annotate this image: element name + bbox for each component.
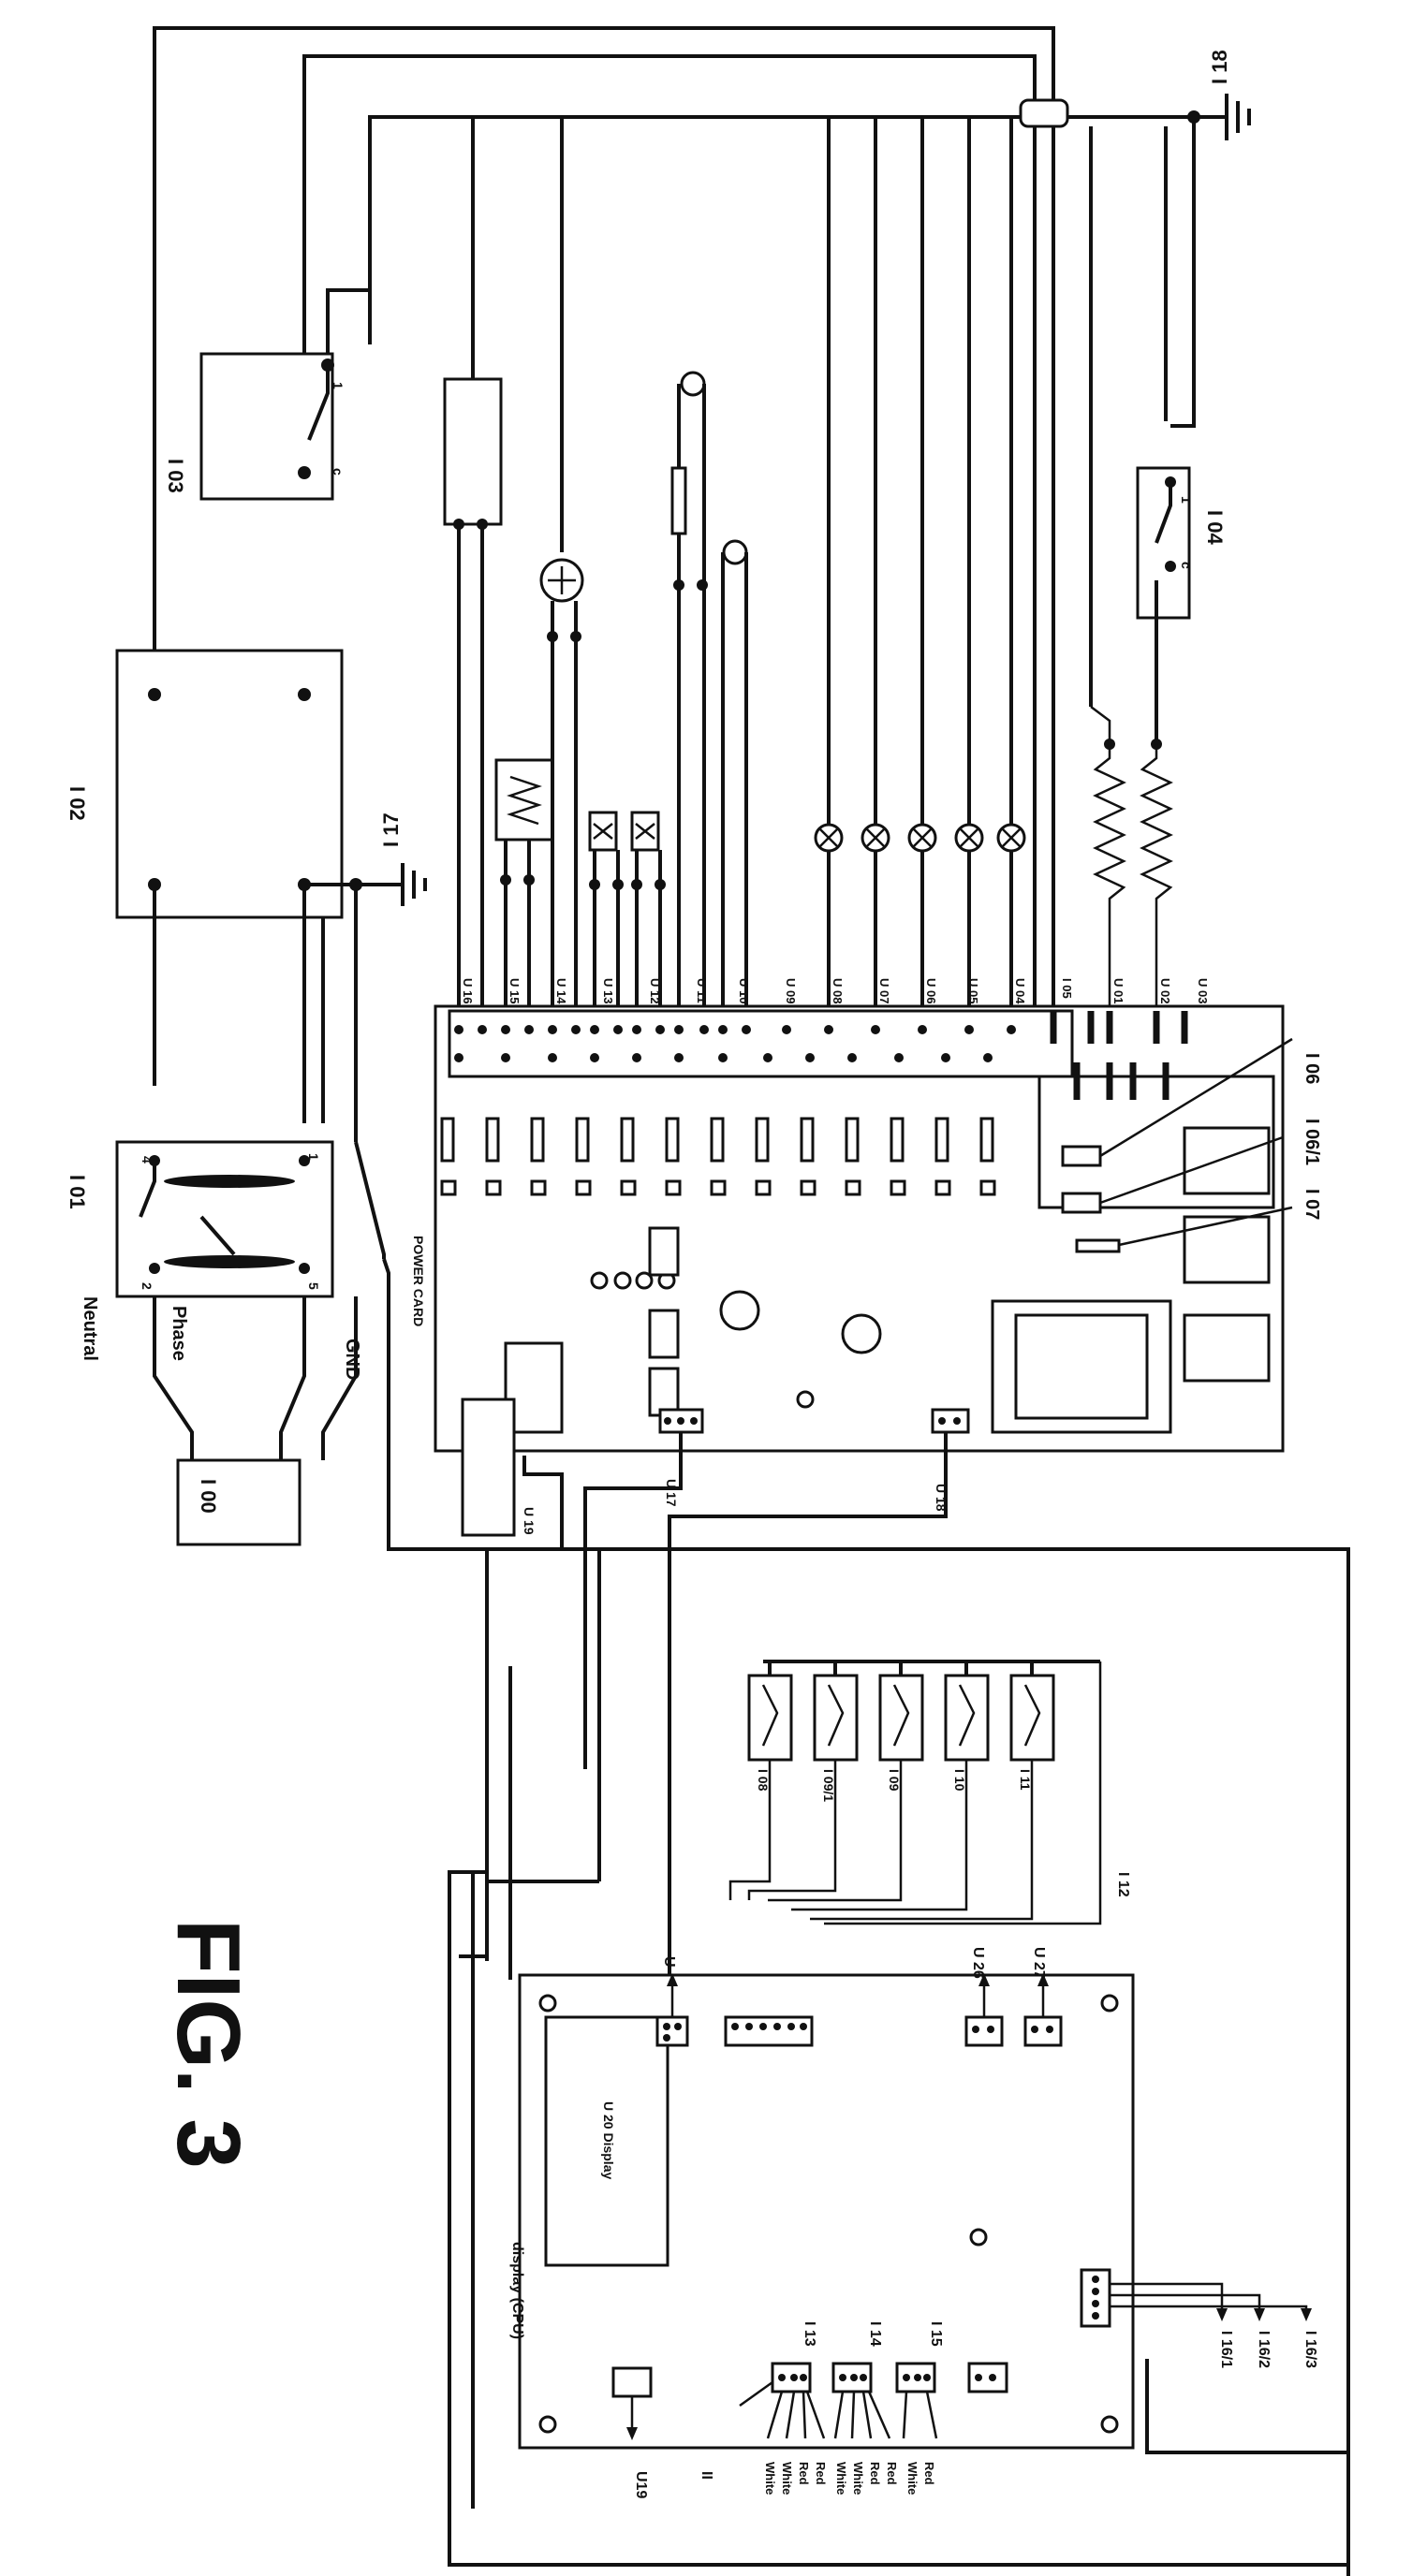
diagram-label: U 03 bbox=[1196, 978, 1210, 1003]
diagram-label: I 09/1 bbox=[821, 1769, 836, 1802]
diagram-label: U 12 bbox=[648, 978, 662, 1003]
box-i02: I 02 bbox=[66, 651, 356, 1142]
diagram-label: I 14 bbox=[867, 2321, 883, 2347]
diagram-label: 5 bbox=[306, 1282, 321, 1290]
diagram-label: 2 bbox=[140, 1282, 154, 1290]
ground-symbol-i17: I 17 bbox=[349, 812, 425, 906]
switch-i03: 1 c I 03 bbox=[164, 354, 346, 499]
label-i00: I 00 bbox=[197, 1479, 220, 1514]
diagram-label: I 09 bbox=[887, 1769, 902, 1792]
label-i12: I 12 bbox=[1115, 1872, 1131, 1897]
label-i06-1: I 06/1 bbox=[1302, 1119, 1322, 1165]
diagram-label: 4 bbox=[140, 1156, 154, 1164]
filter-i01: 4 1 2 5 I 01 bbox=[66, 1142, 332, 1296]
diagram-label: U 05 bbox=[966, 978, 980, 1003]
diagram-label: U 04 bbox=[1013, 978, 1027, 1004]
diagram-label: Red bbox=[814, 2462, 828, 2485]
diagram-label: I 16/1 bbox=[1218, 2331, 1234, 2368]
diagram-label: U 11 bbox=[695, 978, 709, 1003]
diagram-label: 1 bbox=[306, 1153, 321, 1161]
output-labels: U 16 U 15 U 14 U 13 U 12 U 11 U 10 U 09 … bbox=[461, 978, 1210, 1004]
diagram-label: U 06 bbox=[924, 978, 938, 1003]
mains-wires: Neutral Phase GND bbox=[80, 1296, 362, 1460]
diagram-label: U 27 bbox=[1031, 1947, 1047, 1979]
diagram-label: I 16/3 bbox=[1302, 2331, 1318, 2368]
diagram-label: U 10 bbox=[737, 978, 751, 1003]
diagram-label: Red bbox=[885, 2462, 899, 2485]
power-card-title: POWER CARD bbox=[411, 1236, 426, 1326]
label-neutral: Neutral bbox=[80, 1296, 100, 1361]
switch-bank: I 08 I 09/1 I 09 I 10 I 11 I 12 bbox=[730, 1661, 1131, 1924]
diagram-label: I 08 bbox=[756, 1769, 771, 1792]
label-i06: I 06 bbox=[1302, 1053, 1322, 1084]
label-i01: I 01 bbox=[66, 1175, 89, 1209]
diagram-label: U 14 bbox=[554, 978, 568, 1004]
ground-symbol-i18: I 18 bbox=[1194, 50, 1249, 140]
diagram-label: 1 bbox=[331, 382, 346, 389]
display-cpu-board: display (CPU) U 20 Display bbox=[509, 1975, 1133, 2448]
diagram-label: I 10 bbox=[952, 1769, 967, 1792]
power-card: POWER CARD U 16 U 15 U 14 U 13 U 12 U 11… bbox=[411, 978, 1283, 1535]
diagram-label: I 16/2 bbox=[1256, 2331, 1272, 2368]
plug-i00: I 00 bbox=[178, 1460, 300, 1544]
diagram-label: U 15 bbox=[508, 978, 522, 1003]
diagram-label: White bbox=[780, 2462, 794, 2495]
label-phase: Phase bbox=[169, 1306, 189, 1361]
diagram-label: c bbox=[331, 468, 346, 476]
wire-color-labels: White White Red Red White White Red Red … bbox=[763, 2462, 936, 2495]
display-title: display (CPU) bbox=[509, 2242, 525, 2339]
figure-title: FIG. 3 bbox=[158, 1919, 258, 2169]
diagram-label: White bbox=[763, 2462, 777, 2495]
label-gnd: GND bbox=[342, 1339, 362, 1380]
diagram-label: U 09 bbox=[784, 978, 798, 1003]
cable-clamp bbox=[1021, 100, 1067, 126]
diagram-label: U 16 bbox=[461, 978, 475, 1003]
diagram-label: U 08 bbox=[831, 978, 845, 1003]
diagram-label: U 01 bbox=[1111, 978, 1125, 1003]
label-i07: I 07 bbox=[1302, 1189, 1322, 1220]
diagram-label: I 13 bbox=[802, 2321, 817, 2347]
label-u17: U 17 bbox=[664, 1479, 679, 1507]
diagram-label: White bbox=[834, 2462, 848, 2495]
display-screen-label: U 20 Display bbox=[601, 2101, 616, 2179]
diagram-label: I 05 bbox=[1060, 978, 1074, 999]
diagram-label: U19 bbox=[633, 2471, 649, 2498]
label-i03: I 03 bbox=[164, 459, 187, 493]
diagram-label: Red bbox=[797, 2462, 811, 2485]
label-u19-power: U 19 bbox=[522, 1507, 537, 1535]
diagram-label: I 11 bbox=[1018, 1769, 1033, 1791]
diagram-label: White bbox=[905, 2462, 919, 2495]
diagram-label: White bbox=[851, 2462, 865, 2495]
diagram-label: U 13 bbox=[601, 978, 615, 1003]
load-wires bbox=[445, 117, 1170, 1011]
diagram-label: c bbox=[1179, 562, 1194, 569]
switch-i04: 1 c I 04 bbox=[1138, 468, 1227, 744]
diagram-label: I 15 bbox=[928, 2321, 944, 2347]
diagram-label: 1 bbox=[1179, 496, 1194, 504]
label-i18: I 18 bbox=[1208, 50, 1231, 84]
diagram-label: U 02 bbox=[1158, 978, 1172, 1003]
label-i17: I 17 bbox=[379, 812, 403, 847]
label-i02: I 02 bbox=[66, 786, 89, 821]
diagram-label: Red bbox=[868, 2462, 882, 2485]
diagram-label: U bbox=[661, 1956, 677, 1968]
diagram-label: U 26 bbox=[970, 1947, 986, 1979]
label-i04: I 04 bbox=[1203, 510, 1227, 545]
diagram-label: U 07 bbox=[877, 978, 891, 1003]
i16-leads: I 16/1 I 16/2 I 16/3 bbox=[1110, 2284, 1318, 2368]
diagram-label: Red bbox=[922, 2462, 936, 2485]
diagram-label: II bbox=[699, 2471, 714, 2480]
